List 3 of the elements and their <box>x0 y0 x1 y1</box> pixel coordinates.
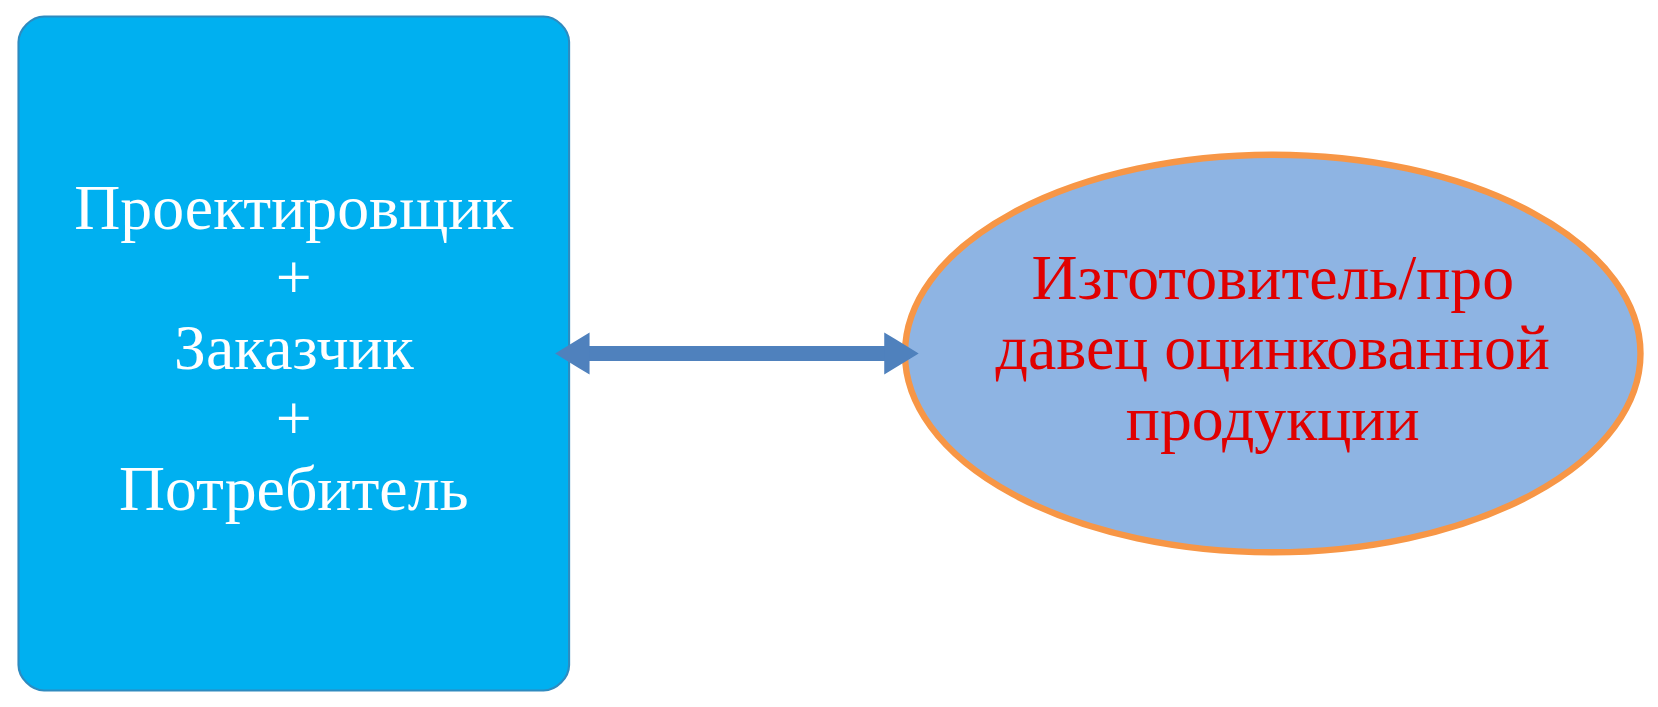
node-ellipse: Изготовитель/про давец оцинкованной продукции <box>901 151 1644 556</box>
arrow <box>554 332 919 375</box>
node-box: Проектировщик + Заказчик + Потребитель <box>16 15 570 692</box>
